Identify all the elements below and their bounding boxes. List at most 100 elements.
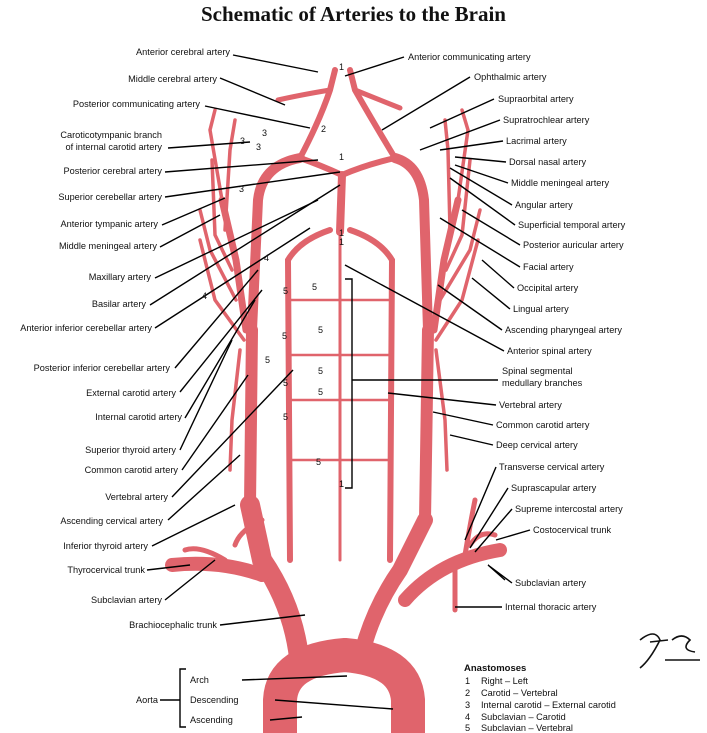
label-superior-cerebellar-artery: Superior cerebellar artery (58, 192, 162, 202)
marker-5-i: 5 (283, 412, 288, 422)
marker-5-f: 5 (318, 366, 323, 376)
legend-text-5: Subclavian – Vertebral (481, 723, 573, 733)
left-common-carotid-trunk (352, 512, 433, 668)
label-deep-cervical-artery: Deep cervical artery (496, 440, 578, 450)
label-of-internal-carotid-artery: of internal carotid artery (65, 142, 162, 152)
label-inferior-thyroid-artery: Inferior thyroid artery (63, 541, 148, 551)
label-ascending-cervical-artery: Ascending cervical artery (60, 516, 163, 526)
label-occipital-artery: Occipital artery (517, 283, 579, 293)
legend-text-4: Subclavian – Carotid (481, 712, 566, 722)
label-transverse-cervical-artery: Transverse cervical artery (499, 462, 605, 472)
label-internal-carotid-artery: Internal carotid artery (95, 412, 182, 422)
label-arch: Arch (190, 675, 209, 685)
right-subclavian (165, 556, 269, 582)
label-supraorbital-artery: Supraorbital artery (498, 94, 574, 104)
figure-title: Schematic of Arteries to the Brain (200, 2, 506, 26)
label-medullary-branches: medullary branches (502, 378, 583, 388)
label-superior-thyroid-artery: Superior thyroid artery (85, 445, 176, 455)
label-posterior-cerebral-artery: Posterior cerebral artery (63, 166, 162, 176)
left-labels: Anterior cerebral artery Middle cerebral… (20, 47, 230, 630)
label-supreme-intercostal-artery: Supreme intercostal artery (515, 504, 623, 514)
legend-num-1: 1 (465, 676, 470, 686)
marker-4-a: 4 (264, 253, 269, 263)
marker-3-a: 3 (240, 136, 245, 146)
marker-1-basilar-a: 1 (339, 228, 344, 238)
left-vertebral (347, 227, 396, 563)
legend-heading: Anastomoses (464, 663, 526, 674)
number-markers: 1 2 3 3 3 1 3 1 1 4 4 5 5 5 5 5 5 5 5 5 … (202, 62, 344, 489)
legend-num-5: 5 (465, 723, 470, 733)
left-common-carotid (419, 324, 434, 526)
marker-5-a: 5 (312, 282, 317, 292)
legend-text-2: Carotid – Vertebral (481, 688, 558, 698)
right-leader-lines (344, 56, 531, 608)
brachiocephalic-trunk (240, 495, 310, 678)
marker-3-d: 3 (239, 184, 244, 194)
label-external-carotid-artery: External carotid artery (86, 388, 176, 398)
aorta-labels: Aorta Arch Descending Ascending (136, 675, 239, 725)
left-subclavian (398, 543, 507, 607)
artery-drawing (165, 67, 507, 733)
marker-5-c: 5 (318, 325, 323, 335)
label-posterior-auricular-artery: Posterior auricular artery (523, 240, 624, 250)
marker-4-b: 4 (202, 291, 207, 301)
label-subclavian-artery-left: Subclavian artery (91, 595, 162, 605)
label-subclavian-artery-right: Subclavian artery (515, 578, 586, 588)
legend-num-3: 3 (465, 700, 470, 710)
legend-text-1: Right – Left (481, 676, 528, 686)
aorta-bracket (160, 668, 394, 728)
label-middle-meningeal-artery-left: Middle meningeal artery (59, 241, 157, 251)
basilar (336, 171, 346, 236)
label-dorsal-nasal-artery: Dorsal nasal artery (509, 157, 587, 167)
label-lacrimal-artery: Lacrimal artery (506, 136, 567, 146)
label-anterior-communicating-artery: Anterior communicating artery (408, 52, 531, 62)
right-labels: Anterior communicating artery Ophthalmic… (408, 52, 626, 612)
marker-1-spinal: 1 (339, 479, 344, 489)
legend-num-4: 4 (465, 712, 470, 722)
label-angular-artery: Angular artery (515, 200, 573, 210)
marker-5-j: 5 (316, 457, 321, 467)
label-anterior-cerebral-artery: Anterior cerebral artery (136, 47, 230, 57)
label-ascending-pharyngeal-artery: Ascending pharyngeal artery (505, 325, 622, 335)
legend-num-2: 2 (465, 688, 470, 698)
marker-5-h: 5 (318, 387, 323, 397)
label-common-carotid-artery-right: Common carotid artery (496, 420, 590, 430)
right-vertebral (284, 227, 333, 563)
legend-text-3: Internal carotid – External carotid (481, 700, 616, 710)
marker-5-g: 5 (283, 378, 288, 388)
label-posterior-inferior-cerebellar-artery: Posterior inferior cerebellar artery (34, 363, 171, 373)
label-suprascapular-artery: Suprascapular artery (511, 483, 597, 493)
marker-5-d: 5 (282, 331, 287, 341)
label-brachiocephalic-trunk: Brachiocephalic trunk (129, 620, 217, 630)
label-internal-thoracic-artery: Internal thoracic artery (505, 602, 597, 612)
marker-5-b: 5 (283, 286, 288, 296)
label-basilar-artery: Basilar artery (92, 299, 147, 309)
label-middle-meningeal-artery-right: Middle meningeal artery (511, 178, 609, 188)
left-leader-lines (146, 54, 341, 626)
label-vertebral-artery-left: Vertebral artery (105, 492, 168, 502)
artist-signature (639, 633, 700, 669)
marker-3-b: 3 (262, 128, 267, 138)
marker-1-basilar-b: 1 (339, 237, 344, 247)
marker-2-pcomm: 2 (321, 124, 326, 134)
right-internal-carotid (247, 153, 305, 335)
label-aorta: Aorta (136, 695, 159, 705)
label-anterior-tympanic-artery: Anterior tympanic artery (60, 219, 158, 229)
label-anterior-inferior-cerebellar-artery: Anterior inferior cerebellar artery (20, 323, 152, 333)
circle-of-willis (297, 67, 398, 178)
label-maxillary-artery: Maxillary artery (89, 272, 152, 282)
anastomoses-legend: Anastomoses 1 Right – Left 2 Carotid – V… (464, 663, 616, 733)
left-external-carotid (430, 196, 462, 334)
aortic-arch (263, 637, 425, 733)
label-common-carotid-artery-left: Common carotid artery (85, 465, 179, 475)
label-ophthalmic-artery: Ophthalmic artery (474, 72, 547, 82)
left-internal-carotid (390, 153, 433, 335)
label-vertebral-artery-right: Vertebral artery (499, 400, 562, 410)
marker-5-e: 5 (265, 355, 270, 365)
label-spinal-segmental: Spinal segmental (502, 366, 572, 376)
label-thyrocervical-trunk: Thyrocervical trunk (67, 565, 145, 575)
label-costocervical-trunk: Costocervical trunk (533, 525, 612, 535)
label-ascending: Ascending (190, 715, 233, 725)
label-middle-cerebral-artery: Middle cerebral artery (128, 74, 217, 84)
